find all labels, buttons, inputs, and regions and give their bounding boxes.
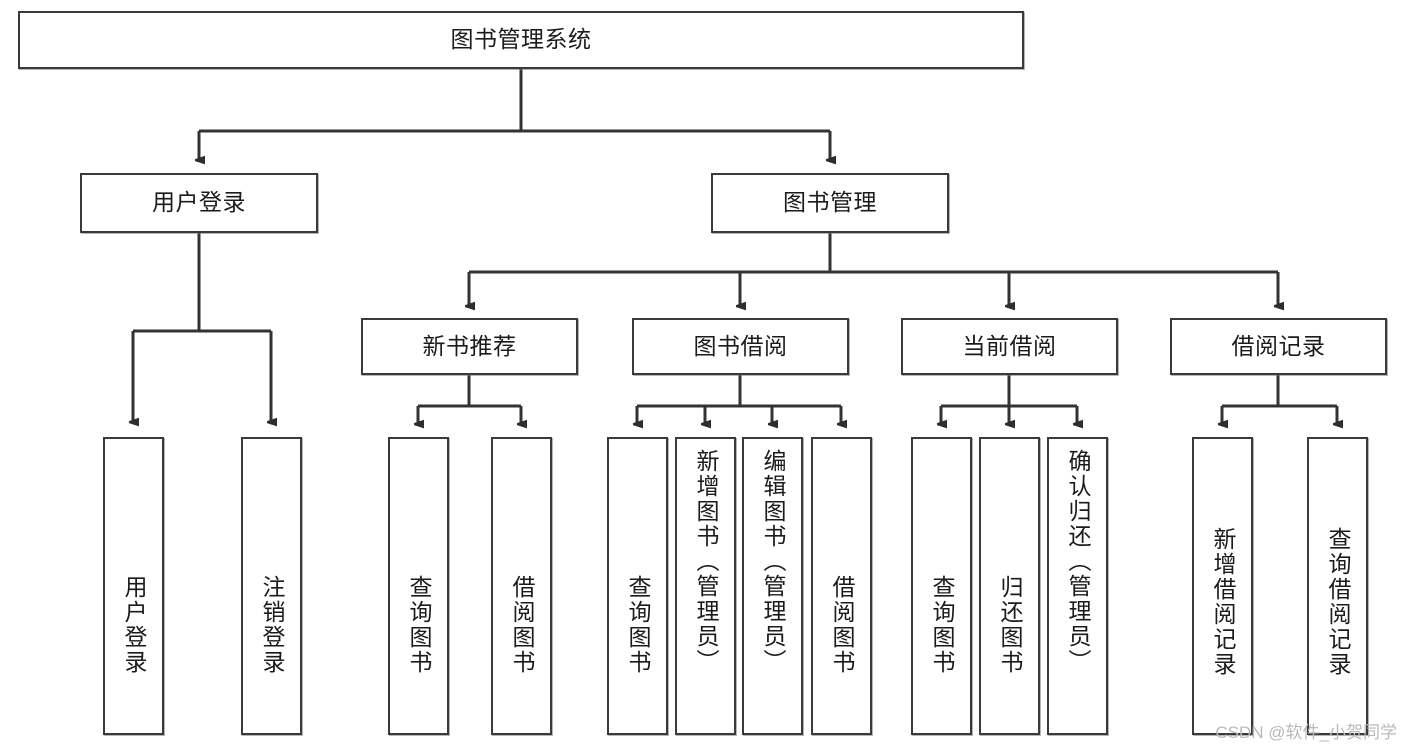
- leaf-return-book[interactable]: 归还图书: [979, 437, 1040, 735]
- node-root-book-management-system[interactable]: 图书管理系统: [18, 11, 1024, 69]
- node-label: 确认归还（管理员）: [1065, 449, 1091, 674]
- node-book-management[interactable]: 图书管理: [711, 173, 949, 233]
- node-label: 图书管理: [783, 189, 877, 216]
- node-label: 查询图书: [406, 575, 432, 675]
- node-current-borrow[interactable]: 当前借阅: [901, 318, 1118, 375]
- csdn-watermark: CSDN @软件_小贺同学: [1215, 723, 1397, 742]
- node-label: 新书推荐: [422, 332, 517, 359]
- node-label: 注销登录: [259, 575, 285, 675]
- leaf-query-book-borrow[interactable]: 查询图书: [607, 437, 668, 735]
- leaf-add-borrow-record[interactable]: 新增借阅记录: [1192, 437, 1253, 735]
- node-label: 借阅图书: [829, 575, 855, 675]
- node-user-login[interactable]: 用户登录: [80, 173, 318, 233]
- node-label: 归还图书: [997, 575, 1023, 675]
- leaf-edit-book-admin[interactable]: 编辑图书（管理员）: [742, 437, 803, 735]
- node-label: 图书借阅: [693, 332, 788, 359]
- leaf-query-borrow-record[interactable]: 查询借阅记录: [1307, 437, 1368, 735]
- node-label: 查询图书: [625, 575, 651, 675]
- node-label: 借阅记录: [1231, 332, 1326, 359]
- leaf-query-book-newbook[interactable]: 查询图书: [388, 437, 449, 735]
- leaf-logout[interactable]: 注销登录: [241, 437, 302, 735]
- leaf-add-book-admin[interactable]: 新增图书（管理员）: [675, 437, 736, 735]
- node-label: 用户登录: [121, 575, 147, 675]
- node-label: 当前借阅: [962, 332, 1057, 359]
- leaf-query-book-current[interactable]: 查询图书: [911, 437, 972, 735]
- node-new-book-recommend[interactable]: 新书推荐: [361, 318, 578, 375]
- leaf-borrow-book[interactable]: 借阅图书: [811, 437, 872, 735]
- node-label: 新增图书（管理员）: [693, 449, 719, 674]
- node-label: 查询图书: [929, 575, 955, 675]
- node-label: 查询借阅记录: [1325, 527, 1351, 677]
- node-label: 用户登录: [152, 189, 246, 216]
- node-borrow-record[interactable]: 借阅记录: [1170, 318, 1387, 375]
- node-label: 图书管理系统: [450, 26, 592, 53]
- node-label: 借阅图书: [509, 575, 535, 675]
- leaf-user-login[interactable]: 用户登录: [103, 437, 164, 735]
- node-book-borrow[interactable]: 图书借阅: [632, 318, 849, 375]
- leaf-confirm-return-admin[interactable]: 确认归还（管理员）: [1047, 437, 1108, 735]
- node-label: 编辑图书（管理员）: [760, 449, 786, 674]
- leaf-borrow-book-newbook[interactable]: 借阅图书: [491, 437, 552, 735]
- node-label: 新增借阅记录: [1210, 527, 1236, 677]
